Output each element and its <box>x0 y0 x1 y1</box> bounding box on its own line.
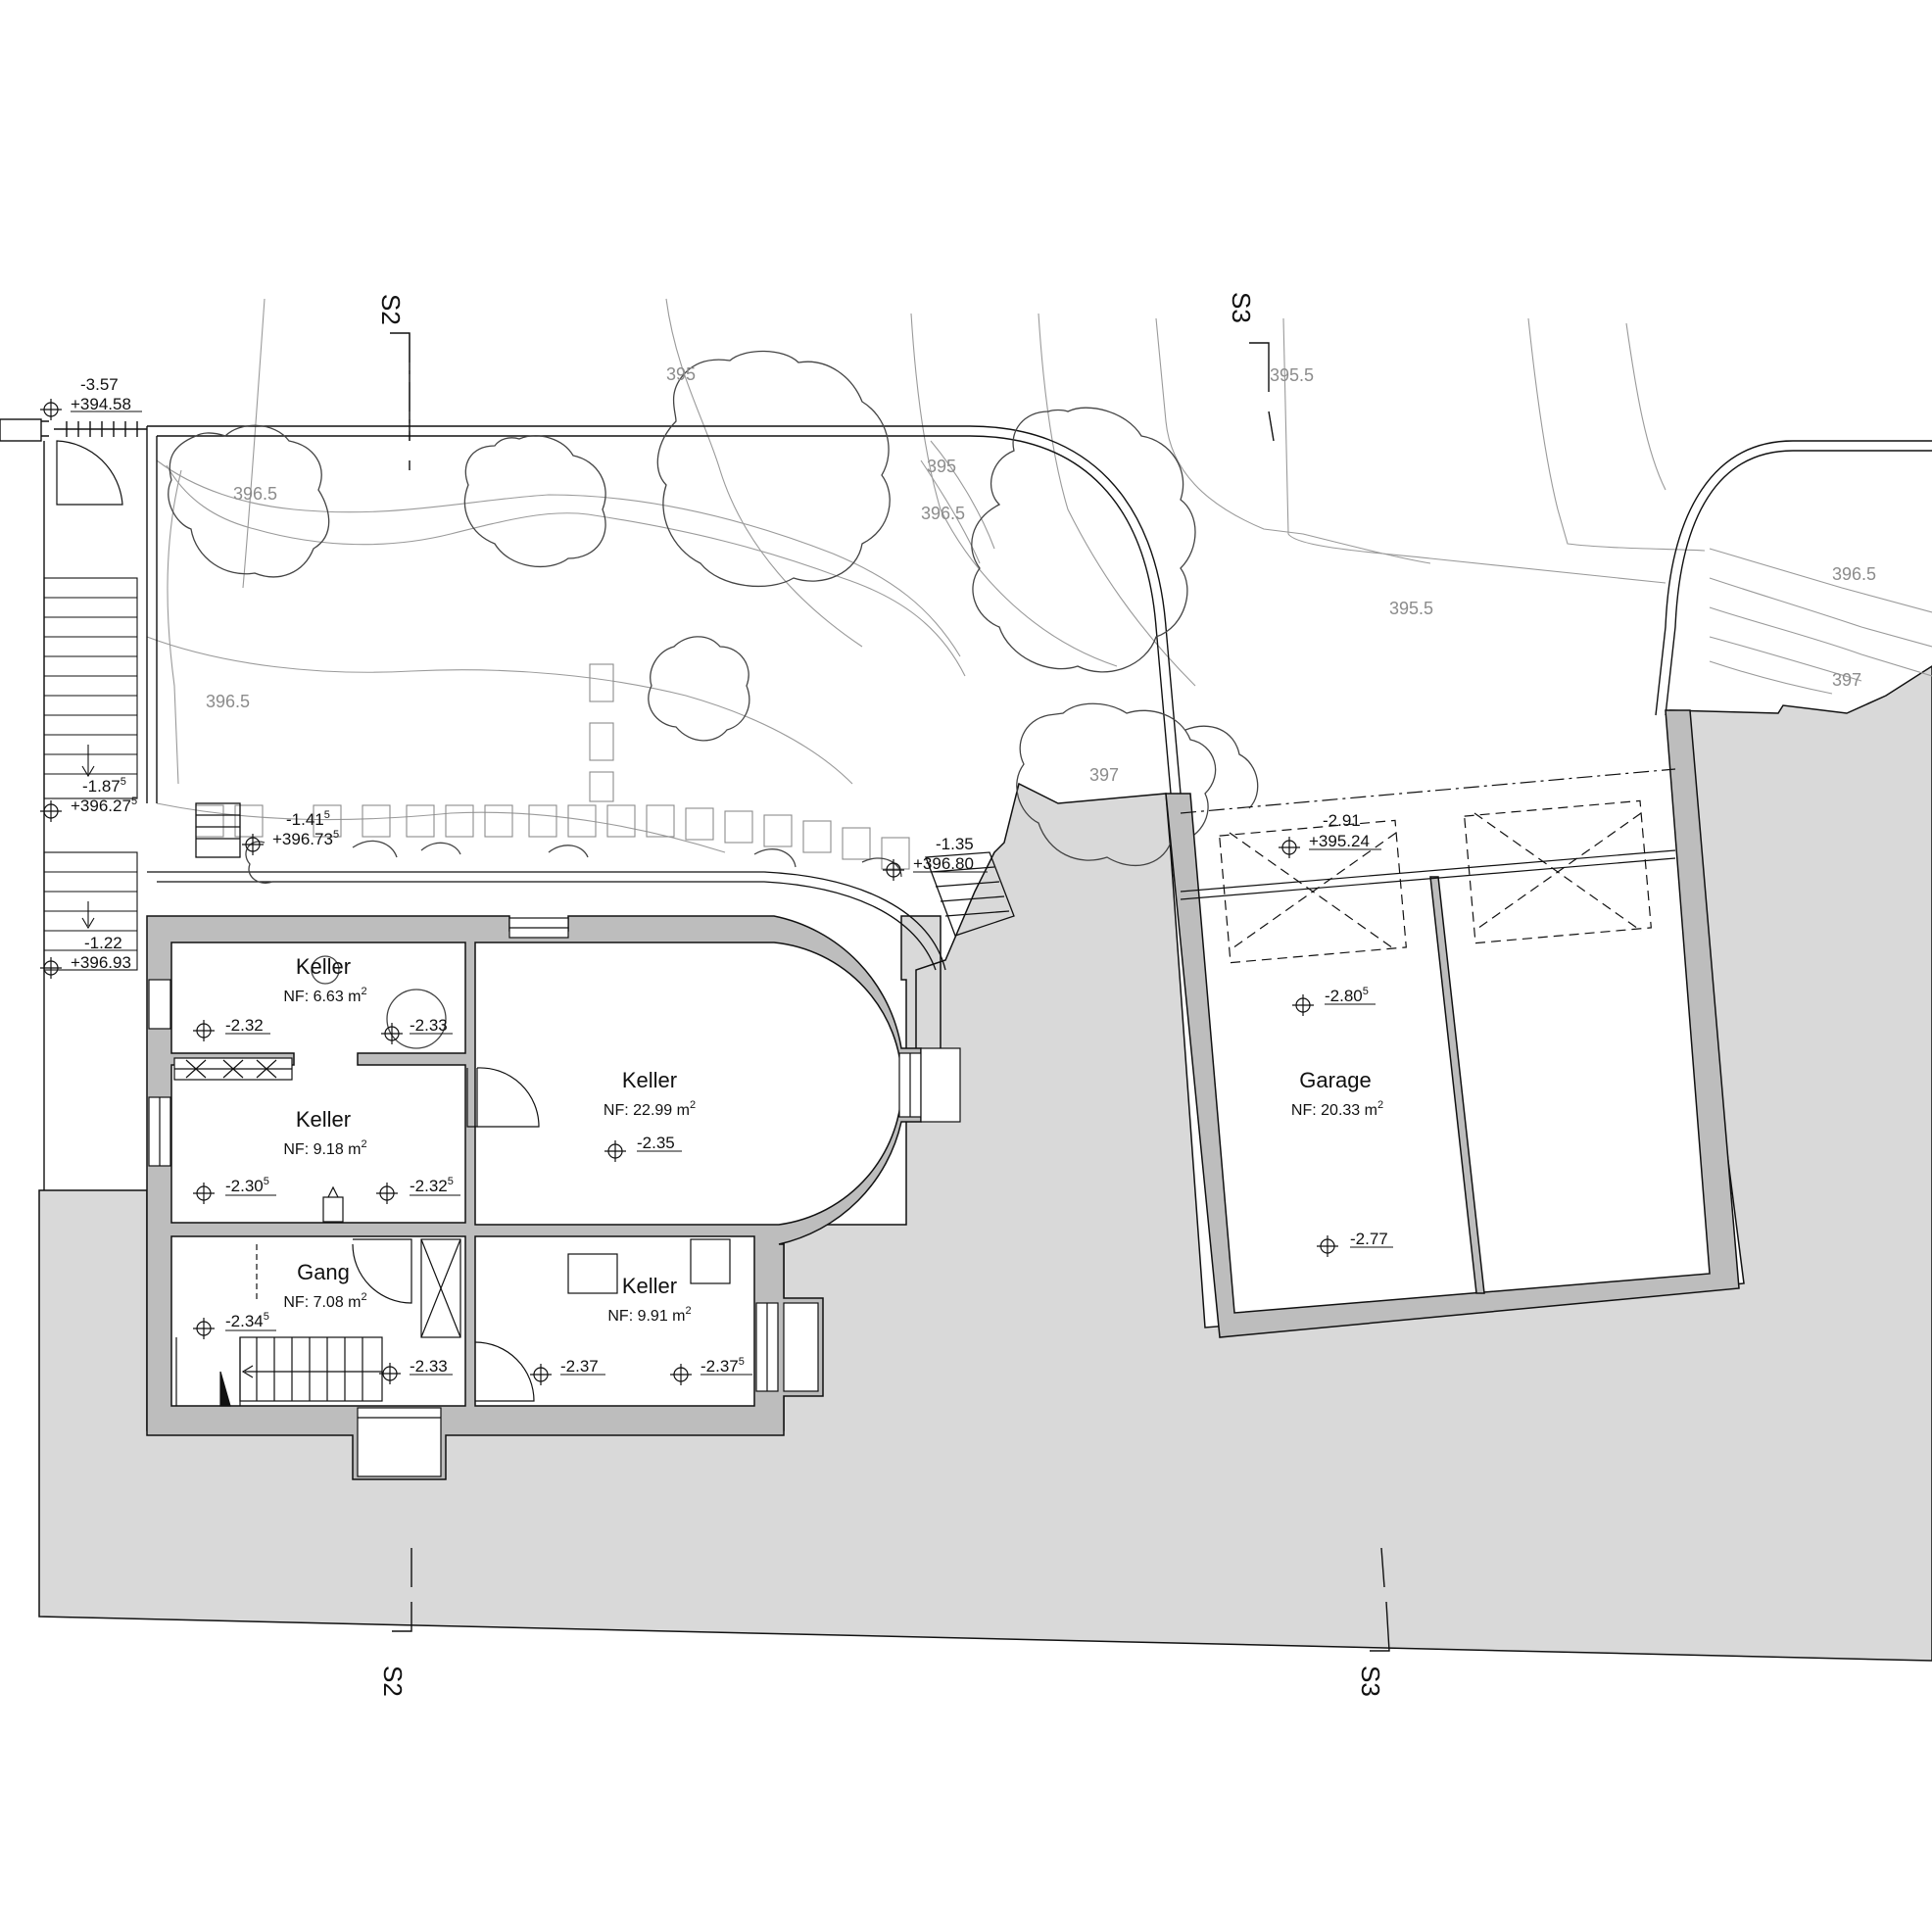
svg-text:-2.77: -2.77 <box>1350 1230 1388 1248</box>
svg-text:Keller: Keller <box>622 1068 677 1092</box>
contour-label: 395 <box>927 457 956 476</box>
exterior-stairs <box>43 577 138 971</box>
svg-text:-2.33: -2.33 <box>410 1357 448 1376</box>
windows <box>148 917 961 1477</box>
room-keller-3: Keller NF: 22.99 m2 -2.35 <box>604 1068 696 1163</box>
svg-text:-2.37: -2.37 <box>560 1357 599 1376</box>
svg-text:+396.275: +396.275 <box>71 796 137 815</box>
section-label-s2-bottom: S2 <box>378 1666 408 1697</box>
svg-text:-1.875: -1.875 <box>82 776 126 796</box>
svg-text:+396.80: +396.80 <box>913 854 974 873</box>
terrace-edge <box>147 802 1015 971</box>
svg-text:-3.57: -3.57 <box>80 375 119 394</box>
svg-text:-2.375: -2.375 <box>700 1356 745 1376</box>
contour-label: 396.5 <box>206 692 250 711</box>
svg-text:-1.22: -1.22 <box>84 934 122 952</box>
garden-boundary <box>39 420 1932 1190</box>
contour-label: 396.5 <box>1832 564 1876 584</box>
section-label-s2-top: S2 <box>376 294 406 325</box>
contour-label: 395.5 <box>1389 599 1433 618</box>
stepping-stones <box>195 663 910 870</box>
contour-label: 397 <box>1832 670 1861 690</box>
level-underlines <box>71 411 1393 1376</box>
svg-text:Gang: Gang <box>297 1260 350 1284</box>
svg-text:-2.32: -2.32 <box>225 1016 264 1035</box>
svg-text:NF: 6.63 m2: NF: 6.63 m2 <box>283 986 366 1005</box>
section-label-s3-bottom: S3 <box>1356 1666 1385 1697</box>
level-marker-terrace: -1.415 +396.735 <box>241 809 339 856</box>
contour-label: 397 <box>1089 765 1119 785</box>
svg-text:-2.91: -2.91 <box>1323 811 1361 830</box>
svg-text:NF: 7.08 m2: NF: 7.08 m2 <box>283 1291 366 1311</box>
contour-lines <box>146 298 1932 853</box>
svg-text:NF: 9.91 m2: NF: 9.91 m2 <box>607 1305 691 1325</box>
svg-text:+396.93: +396.93 <box>71 953 131 972</box>
ground-fill <box>38 665 1932 1662</box>
level-marker-stair-top: -1.875 +396.275 <box>39 776 137 823</box>
svg-text:+396.735: +396.735 <box>272 829 339 848</box>
svg-text:NF: 22.99 m2: NF: 22.99 m2 <box>604 1099 696 1119</box>
contour-label: 396.5 <box>921 504 965 523</box>
svg-text:Keller: Keller <box>296 1107 351 1132</box>
room-keller-4: Keller NF: 9.91 m2 -2.37 -2.375 <box>529 1274 745 1386</box>
svg-text:Keller: Keller <box>622 1274 677 1298</box>
level-marker-entry: -3.57 +394.58 <box>39 375 131 421</box>
svg-text:Garage: Garage <box>1299 1068 1371 1092</box>
level-marker-side: -1.22 +396.93 <box>39 934 131 980</box>
svg-text:-1.35: -1.35 <box>936 835 974 853</box>
svg-text:-2.345: -2.345 <box>225 1311 269 1330</box>
svg-text:-2.35: -2.35 <box>637 1134 675 1152</box>
garage-walls <box>1165 709 1740 1338</box>
svg-text:-2.33: -2.33 <box>410 1016 448 1035</box>
section-label-s3-top: S3 <box>1227 292 1256 323</box>
interior-details <box>173 1057 731 1407</box>
level-marker-driveway: -2.91 +395.24 <box>1278 811 1370 859</box>
room-keller-1: Keller NF: 6.63 m2 -2.32 -2.33 <box>192 954 448 1045</box>
svg-text:+395.24: +395.24 <box>1309 832 1370 850</box>
contour-label: 395.5 <box>1270 365 1314 385</box>
svg-text:NF: 20.33 m2: NF: 20.33 m2 <box>1291 1099 1383 1119</box>
contour-label: 395 <box>666 364 696 384</box>
svg-text:-2.805: -2.805 <box>1325 986 1369 1005</box>
room-gang: Gang NF: 7.08 m2 -2.345 -2.33 <box>192 1260 448 1385</box>
trees <box>168 350 1259 1049</box>
svg-text:Keller: Keller <box>296 954 351 979</box>
garage-details <box>1180 768 1676 964</box>
svg-text:-2.305: -2.305 <box>225 1176 269 1195</box>
gate-swing <box>56 440 123 506</box>
svg-text:-2.325: -2.325 <box>410 1176 454 1195</box>
svg-text:-1.415: -1.415 <box>286 809 330 829</box>
level-marker-path: -1.35 +396.80 <box>882 835 974 882</box>
svg-text:+394.58: +394.58 <box>71 395 131 413</box>
svg-text:NF: 9.18 m2: NF: 9.18 m2 <box>283 1138 366 1158</box>
room-garage: Garage NF: 20.33 m2 -2.805 -2.77 <box>1291 986 1388 1258</box>
fence <box>0 418 147 442</box>
room-keller-2: Keller NF: 9.18 m2 -2.305 -2.325 <box>192 1107 454 1205</box>
contour-label: 396.5 <box>233 484 277 504</box>
